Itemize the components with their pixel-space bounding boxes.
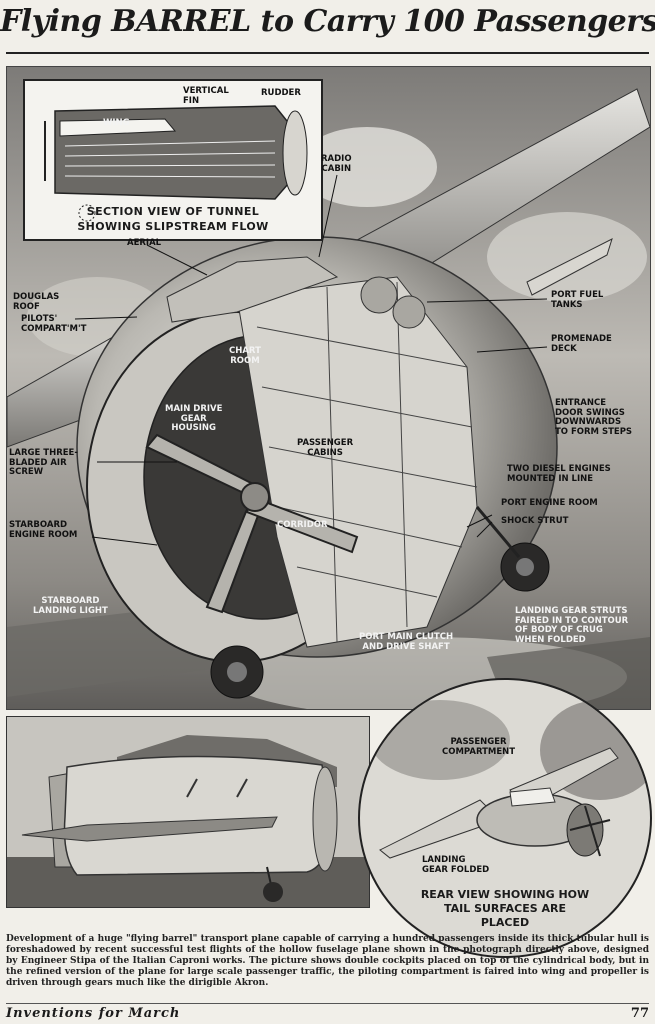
pilots-compartment-label: PILOTS' COMPART'M'T bbox=[21, 314, 87, 334]
rear-view-caption: REAR VIEW SHOWING HOW TAIL SURFACES ARE … bbox=[420, 888, 590, 929]
rear-passenger-compartment-label: PASSENGER COMPARTMENT bbox=[442, 737, 516, 757]
port-fuel-tanks-label: PORT FUEL TANKS bbox=[551, 290, 604, 310]
radio-cabin-label: RADIO CABIN bbox=[321, 154, 352, 174]
cutaway-illustration: WING VERTICAL FIN RUDDER SECTION VIEW OF… bbox=[6, 66, 651, 710]
rear-view-drawing bbox=[370, 700, 650, 859]
test-plane-photo-drawing bbox=[7, 717, 369, 907]
landing-gear-struts-label: LANDING GEAR STRUTS FAIRED IN TO CONTOUR… bbox=[515, 606, 629, 645]
tunnel-section-drawing bbox=[44, 105, 308, 222]
rear-landing-gear-folded-label: LANDING GEAR FOLDED bbox=[422, 855, 490, 875]
port-engine-room-label: PORT ENGINE ROOM bbox=[501, 498, 598, 508]
test-plane-photograph bbox=[6, 716, 370, 908]
inset-wing-label: WING bbox=[103, 118, 130, 128]
douglas-roof-label: DOUGLAS ROOF bbox=[13, 292, 60, 312]
port-main-clutch-label: PORT MAIN CLUTCH AND DRIVE SHAFT bbox=[359, 632, 454, 652]
entrance-door-label: ENTRANCE DOOR SWINGS DOWNWARDS TO FORM S… bbox=[555, 398, 633, 437]
page-title: Flying BARREL to Carry 100 Passengers bbox=[0, 4, 655, 39]
inset-rudder-label: RUDDER bbox=[261, 88, 301, 98]
inset-vertical-fin-label: VERTICAL FIN bbox=[183, 86, 229, 106]
aerial-label: AERIAL bbox=[127, 238, 162, 248]
inset-caption-line2: SHOWING SLIPSTREAM FLOW bbox=[77, 220, 269, 233]
starboard-engine-room-label: STARBOARD ENGINE ROOM bbox=[9, 520, 78, 540]
footer-page-number: 77 bbox=[630, 1006, 649, 1021]
promenade-deck-label: PROMENADE DECK bbox=[551, 334, 612, 354]
chart-room-label: CHART ROOM bbox=[229, 346, 261, 366]
two-diesel-engines-label: TWO DIESEL ENGINES MOUNTED IN LINE bbox=[507, 464, 611, 484]
title-rule bbox=[6, 52, 649, 54]
passenger-cabins-label: PASSENGER CABINS bbox=[297, 438, 354, 458]
corridor-label: CORRIDOR bbox=[277, 520, 328, 530]
starboard-landing-light-label: STARBOARD LANDING LIGHT bbox=[33, 596, 108, 616]
shock-strut-label: SHOCK STRUT bbox=[501, 516, 569, 526]
main-drive-gear-housing-label: MAIN DRIVE GEAR HOUSING bbox=[165, 404, 223, 433]
large-screw-label: LARGE THREE- BLADED AIR SCREW bbox=[9, 448, 78, 477]
article-body-text: Development of a huge "flying barrel" tr… bbox=[6, 934, 649, 988]
rear-view-circle: PASSENGER COMPARTMENT LANDING GEAR FOLDE… bbox=[358, 678, 652, 958]
inset-caption-line1: SECTION VIEW OF TUNNEL bbox=[86, 205, 260, 218]
footer-rule bbox=[6, 1003, 649, 1004]
section-view-inset: WING VERTICAL FIN RUDDER SECTION VIEW OF… bbox=[23, 79, 323, 241]
footer-section-title: Inventions for March bbox=[6, 1006, 181, 1021]
